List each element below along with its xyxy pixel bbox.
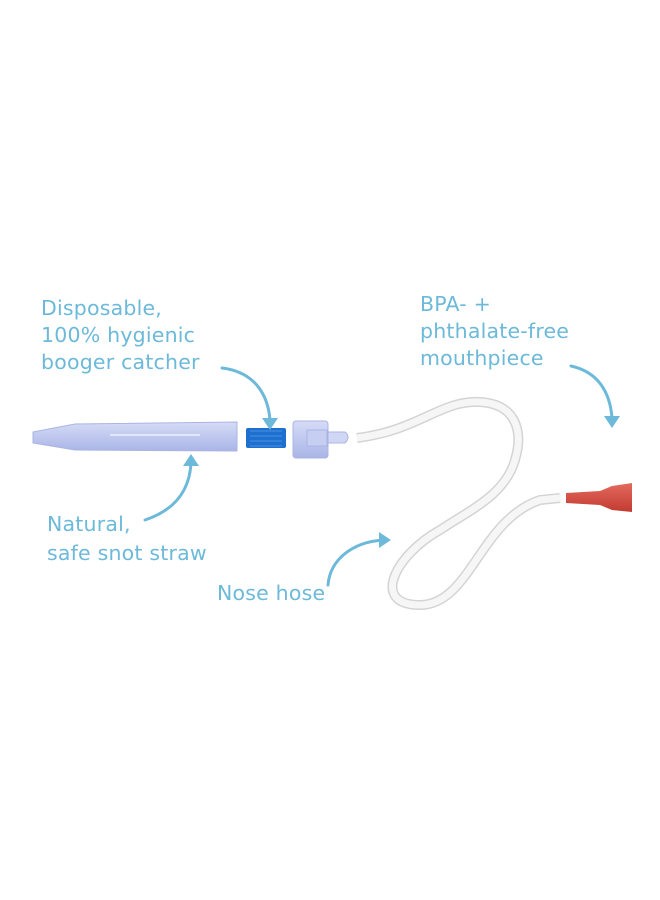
- label-booger-catcher: Disposable, 100% hygienic booger catcher: [41, 295, 200, 376]
- booger-catcher-filter: [246, 428, 286, 448]
- label-line: booger catcher: [41, 350, 200, 374]
- straw-cap: [292, 420, 349, 459]
- arrowhead-straw: [183, 454, 199, 466]
- label-line: Natural,: [47, 512, 131, 536]
- nose-hose: [356, 396, 561, 611]
- label-line: 100% hygienic: [41, 323, 196, 347]
- arrowhead-hose: [379, 532, 391, 548]
- arrow-catcher: [220, 366, 272, 422]
- label-nose-hose: Nose hose: [217, 580, 325, 607]
- label-snot-straw: Natural, safe snot straw: [47, 510, 207, 568]
- arrow-hose: [326, 538, 385, 587]
- label-line: Disposable,: [41, 296, 162, 320]
- arrow-straw: [143, 460, 193, 522]
- label-line: BPA- +: [420, 292, 491, 316]
- label-mouthpiece: BPA- + phthalate-free mouthpiece: [420, 291, 569, 372]
- label-line: safe snot straw: [47, 541, 207, 565]
- label-line: phthalate-free: [420, 319, 570, 343]
- mouthpiece: [566, 483, 632, 512]
- arrowhead-catcher: [262, 418, 278, 430]
- snot-straw: [32, 421, 238, 452]
- arrowhead-mouthpiece: [604, 416, 620, 428]
- label-line: Nose hose: [217, 581, 326, 605]
- arrow-mouthpiece: [569, 364, 614, 420]
- label-line: mouthpiece: [420, 346, 544, 370]
